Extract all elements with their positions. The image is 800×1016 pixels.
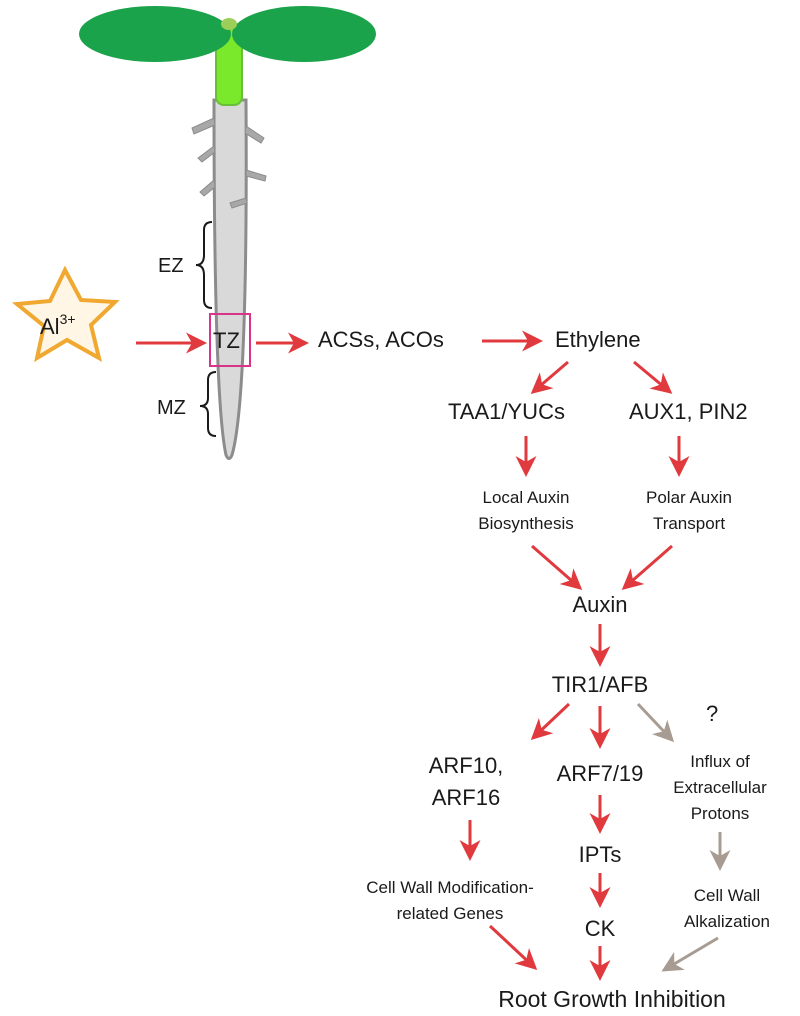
svg-text:Polar Auxin: Polar Auxin (646, 488, 732, 507)
proton-influx-node: Influx of Extracellular Protons (673, 752, 767, 823)
star-icon (11, 265, 120, 363)
arrow-genes-to-outcome (488, 924, 538, 971)
svg-text:Cell Wall: Cell Wall (694, 886, 760, 905)
mz-label: MZ (157, 397, 186, 419)
local-auxin-biosynthesis-node: Local Auxin Biosynthesis (478, 488, 573, 533)
arrow-tir1-to-arf10 (530, 702, 571, 741)
svg-text:Local Auxin: Local Auxin (483, 488, 570, 507)
svg-text:Cell Wall Modification-: Cell Wall Modification- (366, 878, 534, 897)
al-label: Al3+ (40, 311, 76, 339)
svg-text:Alkalization: Alkalization (684, 912, 770, 931)
question-mark: ? (706, 701, 718, 726)
tz-label: TZ (213, 328, 240, 353)
svg-text:Influx of: Influx of (690, 752, 750, 771)
left-cotyledon (79, 6, 231, 62)
aux1-pin2-node: AUX1, PIN2 (629, 399, 748, 424)
ck-node: CK (585, 916, 616, 941)
svg-text:Extracellular: Extracellular (673, 778, 767, 797)
svg-text:Protons: Protons (691, 804, 750, 823)
tir1-afb-node: TIR1/AFB (552, 672, 649, 697)
arrow-ethylene-to-aux1 (633, 360, 673, 394)
aluminum-stimulus: Al3+ (11, 265, 120, 363)
seedling-illustration: EZ MZ TZ (79, 6, 376, 460)
arrow-polar-to-auxin (621, 544, 673, 590)
taa1-yucs-node: TAA1/YUCs (448, 399, 565, 424)
auxin-node: Auxin (572, 592, 627, 617)
root-body (212, 98, 248, 460)
tz-box (209, 313, 251, 367)
svg-text:ARF10,: ARF10, (429, 753, 504, 778)
svg-text:ARF16: ARF16 (432, 785, 500, 810)
arrow-local-to-auxin (531, 544, 583, 590)
right-cotyledon (232, 6, 376, 62)
ipts-node: IPTs (579, 842, 622, 867)
mz-brace (199, 371, 217, 437)
polar-auxin-transport-node: Polar Auxin Transport (646, 488, 732, 533)
arf7-19-node: ARF7/19 (557, 761, 644, 786)
arrow-tir1-to-influx (636, 702, 675, 743)
svg-text:related Genes: related Genes (397, 904, 504, 923)
ez-brace (195, 221, 213, 309)
cell-wall-alkalization-node: Cell Wall Alkalization (684, 886, 770, 931)
acs-aco-node: ACSs, ACOs (318, 327, 444, 352)
lateral-roots (191, 117, 267, 209)
shoot-apex (221, 18, 237, 30)
hypothetical-arrows (636, 702, 731, 972)
svg-text:Biosynthesis: Biosynthesis (478, 514, 573, 533)
root-growth-inhibition-node: Root Growth Inhibition (498, 986, 726, 1012)
svg-text:Transport: Transport (653, 514, 725, 533)
arrow-ethylene-to-taa1 (530, 360, 569, 394)
ez-label: EZ (158, 255, 184, 277)
cell-wall-modification-genes-node: Cell Wall Modification- related Genes (366, 878, 534, 923)
activation-arrows (136, 330, 690, 981)
arf10-arf16-node: ARF10, ARF16 (429, 753, 504, 810)
ethylene-node: Ethylene (555, 327, 641, 352)
arrow-alkal-to-outcome (661, 936, 719, 972)
